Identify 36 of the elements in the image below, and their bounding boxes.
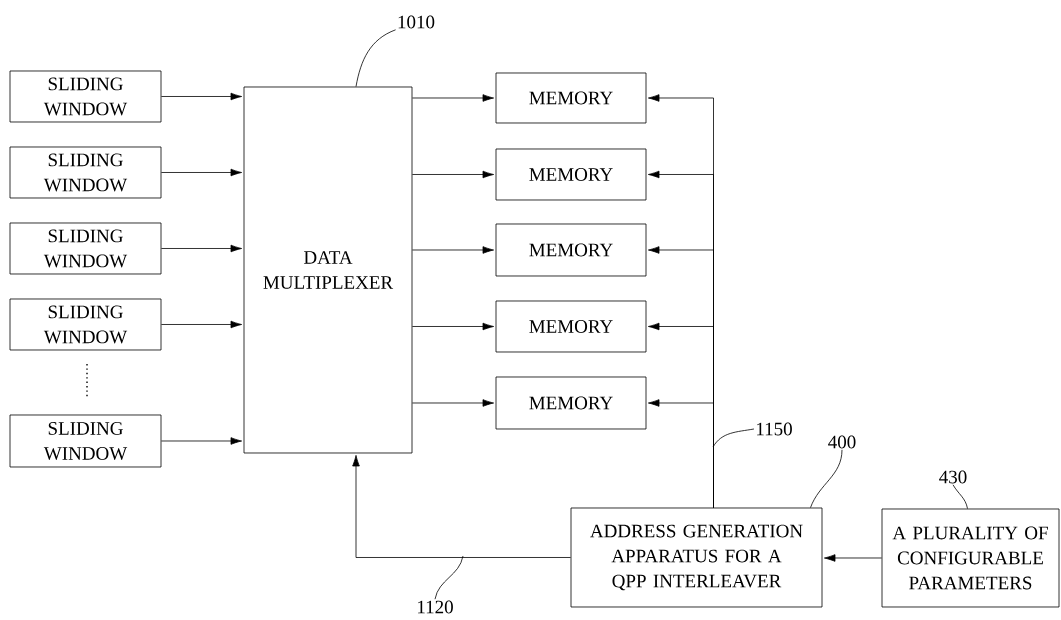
multiplexer-box: DATA MULTIPLEXER bbox=[243, 86, 413, 454]
reference-numeral: 430 bbox=[939, 470, 967, 484]
sliding-window-box: SLIDING WINDOW bbox=[9, 222, 162, 275]
arrow bbox=[412, 94, 494, 102]
arrow bbox=[352, 455, 571, 558]
arrow bbox=[412, 399, 494, 407]
memory-box: MEMORY bbox=[495, 376, 647, 430]
arrow bbox=[161, 437, 242, 445]
leader-line bbox=[434, 555, 464, 600]
sliding-window-box: SLIDING WINDOW bbox=[9, 298, 162, 351]
arrow bbox=[412, 322, 494, 331]
leader-line bbox=[810, 449, 843, 508]
arrow bbox=[824, 554, 882, 562]
arrow bbox=[161, 168, 242, 177]
memory-box: MEMORY bbox=[495, 223, 647, 277]
leader-line bbox=[952, 484, 968, 509]
parameter-box: A PLURALITY OF CONFIGURABLE PARAMETERS bbox=[881, 508, 1060, 608]
memory-box: MEMORY bbox=[495, 300, 647, 353]
leader-line bbox=[712, 428, 755, 448]
reference-numeral: 1120 bbox=[418, 600, 453, 614]
reference-numeral: 1150 bbox=[757, 422, 792, 436]
sliding-window-box: SLIDING WINDOW bbox=[9, 146, 162, 199]
reference-numeral: 1010 bbox=[398, 15, 435, 29]
arrow bbox=[648, 399, 714, 508]
leader-line bbox=[355, 29, 396, 87]
arrow bbox=[161, 320, 242, 329]
memory-box: MEMORY bbox=[495, 148, 647, 201]
sliding-window-box: SLIDING WINDOW bbox=[9, 70, 162, 123]
arrow bbox=[412, 170, 494, 179]
arrow bbox=[161, 244, 242, 253]
memory-box: MEMORY bbox=[495, 72, 647, 124]
reference-numeral: 400 bbox=[828, 435, 856, 449]
generator-box: ADDRESS GENERATION APPARATUS FOR A QPP INTERLEAVER bbox=[570, 507, 823, 608]
arrow bbox=[161, 92, 242, 101]
sliding-window-box: SLIDING WINDOW bbox=[9, 414, 162, 468]
arrow bbox=[412, 246, 494, 254]
